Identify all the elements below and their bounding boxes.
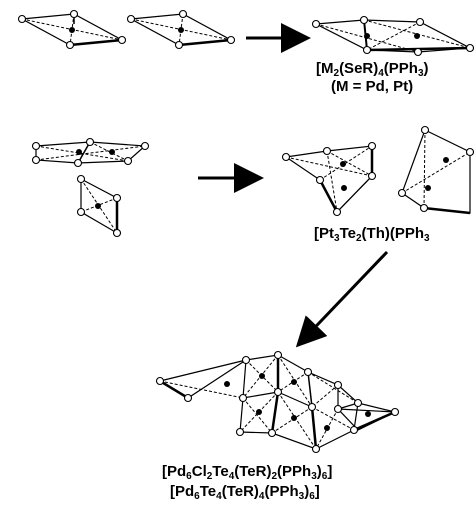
product-label-top-line1: [M2(SeR)4(PPh3): [316, 60, 429, 79]
middle-right-partial-unit: [397, 125, 474, 215]
bottom-cluster: [155, 350, 400, 454]
product-label-bottom-line2: [Pd6Te4(TeR)4(PPh3)6]: [170, 483, 320, 502]
dimer-structure: [311, 15, 474, 57]
square-planar-unit-left: [17, 9, 127, 50]
product-label-top-line2: (M = Pd, Pt): [331, 78, 414, 95]
middle-right-cluster: [281, 141, 377, 217]
square-planar-unit-right: [126, 9, 236, 50]
middle-left-unit: [76, 174, 122, 238]
product-label-bottom-line1: [Pd6Cl2Te4(TeR)2(PPh3)6]: [162, 463, 333, 482]
product-label-middle: [Pt3Te2(Th)(PPh3: [314, 225, 430, 244]
arrow-diagonal: [295, 250, 389, 348]
middle-left-dimer: [31, 137, 150, 168]
